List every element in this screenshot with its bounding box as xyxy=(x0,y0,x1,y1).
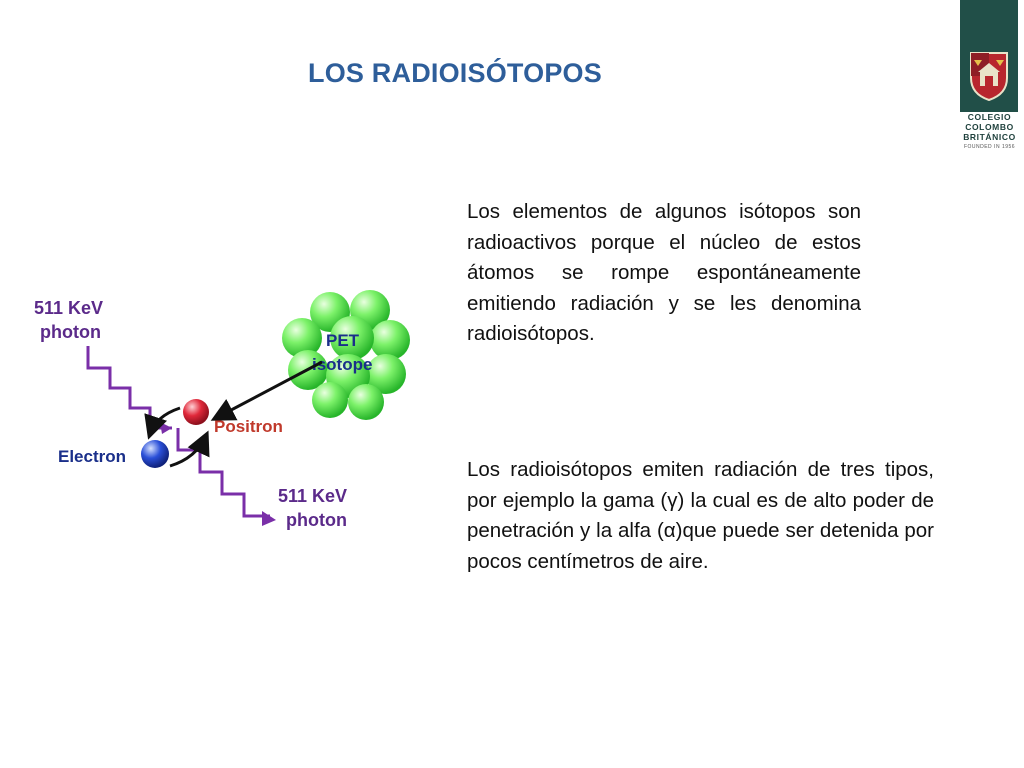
positron-particle xyxy=(183,399,209,425)
photon-top-energy: 511 KeV xyxy=(34,298,103,318)
logo-line-2: COLOMBO xyxy=(965,122,1014,132)
page-title: LOS RADIOISÓTOPOS xyxy=(308,58,602,88)
paragraph-definition: Los elementos de algunos isótopos son ra… xyxy=(467,200,861,345)
pet-isotope-nucleus xyxy=(282,290,410,420)
logo-wordmark: COLEGIO COLOMBO BRITÁNICO xyxy=(955,112,1024,142)
paragraph-radiation-types: Los radioisótopos emiten radiación de tr… xyxy=(467,458,934,573)
isotope-label-line-1: PET xyxy=(326,331,360,350)
electron-label: Electron xyxy=(58,447,126,466)
positron-label: Positron xyxy=(214,417,283,436)
crest-icon xyxy=(970,52,1008,102)
photon-top-arrowhead xyxy=(160,422,172,434)
photon-bottom-label: photon xyxy=(286,510,347,530)
school-logo: COLEGIO COLOMBO BRITÁNICO FOUNDED IN 195… xyxy=(955,0,1024,155)
photon-bottom-wave xyxy=(176,428,270,518)
logo-line-1: COLEGIO xyxy=(967,112,1012,122)
annihilation-arrow-upper xyxy=(144,406,181,440)
pet-annihilation-diagram: 511 KeV photon 511 KeV photon PET isotop… xyxy=(34,290,410,530)
photon-bottom-energy: 511 KeV xyxy=(278,486,347,506)
isotope-label-line-2: isotope xyxy=(312,355,372,374)
annihilation-arrow-lower xyxy=(169,430,210,468)
electron-particle xyxy=(141,440,169,468)
logo-line-3: BRITÁNICO xyxy=(963,132,1016,142)
photon-top-label: photon xyxy=(40,322,101,342)
photon-top-wave xyxy=(86,346,172,430)
photon-bottom-arrowhead xyxy=(262,511,276,526)
emission-arrow xyxy=(210,360,323,421)
logo-founded: FOUNDED IN 1956 xyxy=(963,144,1016,150)
